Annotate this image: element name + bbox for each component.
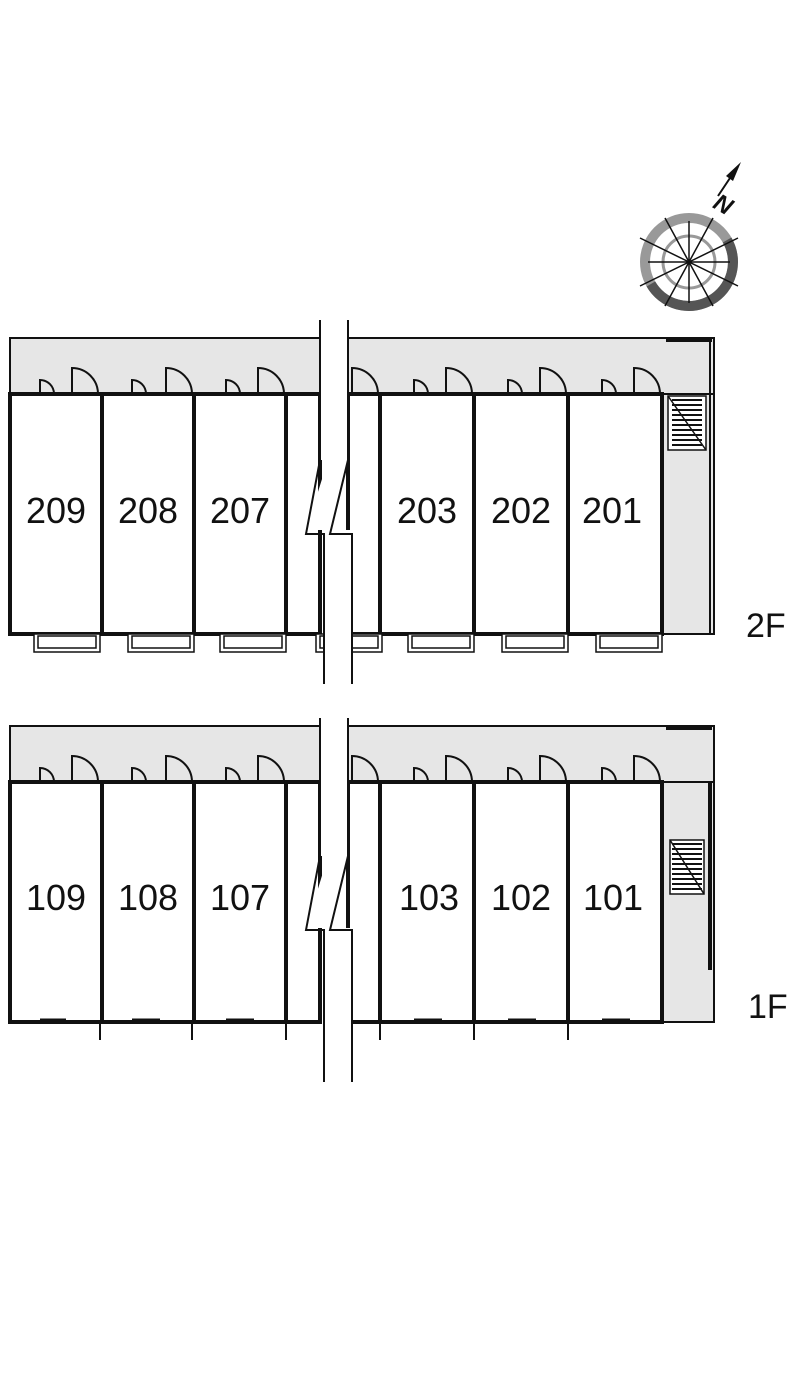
- wall-ticks-1f: [40, 1018, 630, 1040]
- corridor-1f-side: [661, 781, 715, 1023]
- unit-label: 109: [26, 877, 86, 918]
- unit-label: 103: [399, 877, 459, 918]
- unit-1f-right-2: [472, 780, 570, 1024]
- stairs-2f: [667, 395, 707, 451]
- break-line-1f: [304, 718, 353, 1082]
- break-line-2f: [304, 320, 353, 684]
- floor-1f: 109 108 107 103 102 101 1F: [8, 725, 788, 1040]
- unit-label: 102: [491, 877, 551, 918]
- unit-label: 107: [210, 877, 270, 918]
- unit-1f-left-1: [8, 780, 104, 1024]
- unit-2f-right-partial: [346, 392, 382, 636]
- unit-label: 207: [210, 490, 270, 531]
- north-label: N: [709, 189, 738, 221]
- unit-label: 209: [26, 490, 86, 531]
- floor-label-2f: 2F: [746, 607, 786, 645]
- unit-label: 202: [491, 490, 551, 531]
- unit-label: 203: [397, 490, 457, 531]
- doors-1f: [39, 754, 661, 783]
- floor-label-1f: 1F: [748, 988, 788, 1026]
- corridor-2f-right: [347, 337, 715, 395]
- floor-2f: 209 208 207 203 202 201 2F: [8, 337, 786, 653]
- unit-1f-left-2: [100, 780, 196, 1024]
- compass-rose-icon: N: [639, 162, 741, 311]
- unit-label: 208: [118, 490, 178, 531]
- corridor-1f-right: [347, 725, 715, 783]
- doors-2f: [39, 366, 661, 395]
- stairs-1f: [669, 839, 705, 895]
- unit-1f-left-3: [192, 780, 288, 1024]
- unit-label: 201: [582, 490, 642, 531]
- unit-2f-right-1: [378, 392, 476, 636]
- unit-label: 101: [583, 877, 643, 918]
- unit-label: 108: [118, 877, 178, 918]
